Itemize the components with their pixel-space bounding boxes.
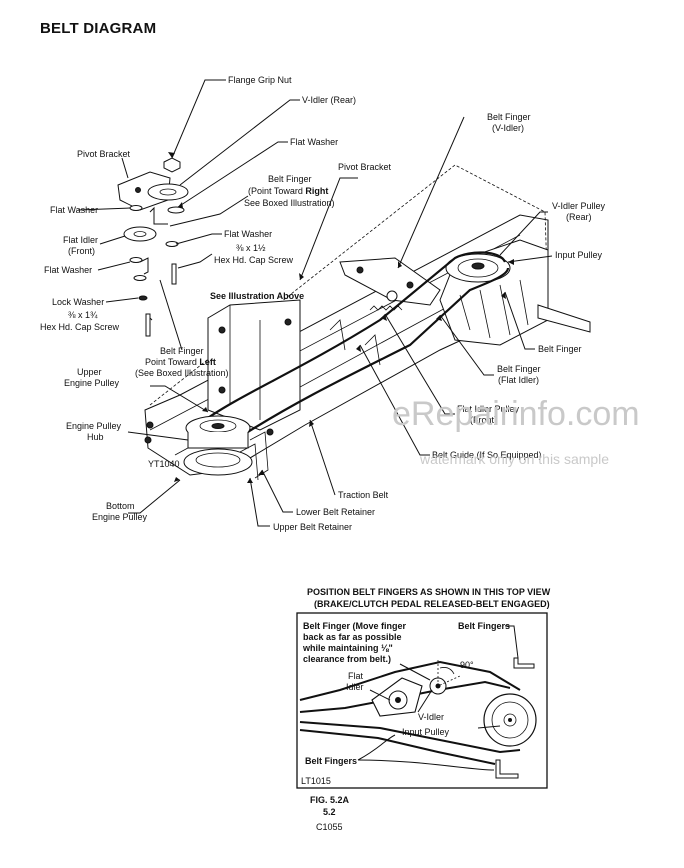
figure-code: C1055: [316, 822, 343, 832]
cap-screw-shape-1: [171, 263, 177, 285]
inset-belt-fingers-bottom: Belt Fingers: [305, 756, 357, 766]
label-traction-belt: Traction Belt: [338, 490, 389, 500]
label-cap-screw-1b: Hex Hd. Cap Screw: [214, 255, 294, 265]
axle-shaft: [537, 304, 591, 333]
figure-number: FIG. 5.2A: [310, 795, 350, 805]
label-belt-finger-v-idler-1: Belt Finger: [487, 112, 531, 122]
label-lock-washer: Lock Washer: [52, 297, 104, 307]
inset-belt-finger-note-1: Belt Finger (Move finger: [303, 621, 407, 631]
label-belt-finger-left-3: (See Boxed Illustration): [135, 368, 229, 378]
page-title: BELT DIAGRAM: [40, 20, 157, 37]
traction-belt-shape: [204, 251, 507, 421]
label-belt-finger-left-2: Point Toward Left: [145, 357, 216, 367]
label-flat-washer-2: Flat Washer: [224, 229, 272, 239]
inset-belt-lower: [299, 721, 521, 754]
label-v-idler-pulley-rear-2: (Rear): [566, 212, 592, 222]
label-upper-belt-retainer: Upper Belt Retainer: [273, 522, 352, 532]
label-belt-finger-flat-idler-1: Belt Finger: [497, 364, 541, 374]
inset-flat-idler-1: Flat: [348, 671, 364, 681]
label-pivot-bracket-left: Pivot Bracket: [77, 149, 131, 159]
watermark-main: eRepairinfo.com: [392, 395, 640, 433]
arrowheads: [168, 152, 514, 483]
inset-belt-finger-note-3: while maintaining ⅛": [302, 643, 393, 653]
label-flat-washer-left-1: Flat Washer: [50, 205, 98, 215]
label-v-idler-rear: V-Idler (Rear): [302, 95, 356, 105]
label-flange-grip-nut: Flange Grip Nut: [228, 75, 292, 85]
belt-finger-left-shape: [139, 257, 149, 275]
watermark-sub: watermark only on this sample: [419, 451, 609, 467]
flat-washer-shape-1: [167, 206, 185, 214]
inset-belt-upper: [299, 660, 521, 701]
inset-heading-2: (BRAKE/CLUTCH PEDAL RELEASED-BELT ENGAGE…: [314, 599, 550, 609]
flange-grip-nut-shape: [163, 157, 181, 173]
pivot-bracket-center-shape: [339, 257, 441, 306]
label-see-illustration: See Illustration Above: [210, 291, 304, 301]
label-flat-idler-pulley-front-2: (Front): [470, 415, 497, 425]
label-flat-idler-front-1: Flat Idler: [63, 235, 98, 245]
inset-code: LT1015: [301, 776, 331, 786]
inset-top-view: POSITION BELT FINGERS AS SHOWN IN THIS T…: [296, 587, 551, 789]
label-engine-pulley-hub-1: Engine Pulley: [66, 421, 122, 431]
figure-sub: 5.2: [323, 807, 336, 817]
inset-input-pulley-label: Input Pulley: [402, 727, 450, 737]
label-bottom-engine-pulley-2: Engine Pulley: [92, 512, 148, 522]
label-bottom-engine-pulley-1: Bottom: [106, 501, 135, 511]
inset-belt-finger-note-4: clearance from belt.): [303, 654, 391, 664]
exploded-parts: [117, 157, 189, 337]
label-flat-idler-front-2: (Front): [68, 246, 95, 256]
label-belt-finger: Belt Finger: [538, 344, 582, 354]
label-cap-screw-2a: ⅜ x 1¾: [68, 310, 98, 320]
inset-belt-fingers-top: Belt Fingers: [458, 621, 510, 631]
inset-angle: 90°: [460, 660, 474, 670]
label-belt-finger-v-idler-2: (V-Idler): [492, 123, 524, 133]
inset-flat-idler-2: Idler: [346, 682, 364, 692]
label-v-idler-pulley-rear-1: V-Idler Pulley: [552, 201, 606, 211]
label-belt-finger-left-1: Belt Finger: [160, 346, 204, 356]
label-pivot-bracket-center: Pivot Bracket: [338, 162, 392, 172]
label-flat-washer-left-2: Flat Washer: [44, 265, 92, 275]
inset-belt-finger-note-2: back as far as possible: [303, 632, 402, 642]
leader-lines: [77, 79, 553, 527]
label-input-pulley: Input Pulley: [555, 250, 603, 260]
main-illustration: Flange Grip Nut V-Idler (Rear) Flat Wash…: [40, 75, 640, 532]
label-belt-finger-right-3: See Boxed Illustration): [244, 198, 335, 208]
label-upper-engine-pulley-2: Engine Pulley: [64, 378, 120, 388]
label-belt-finger-flat-idler-2: (Flat Idler): [498, 375, 539, 385]
label-upper-engine-pulley-1: Upper: [77, 367, 102, 377]
engine-pulley-hub-shape: [187, 432, 249, 449]
flat-idler-front-shape: [123, 226, 157, 242]
v-idler-rear-shape: [147, 183, 189, 201]
label-belt-finger-right-1: Belt Finger: [268, 174, 312, 184]
label-yt-code: YT1040: [148, 459, 180, 469]
label-lower-belt-retainer: Lower Belt Retainer: [296, 507, 375, 517]
belt-guide-shape: [329, 319, 381, 366]
inset-belt-finger-bottom: [495, 759, 519, 779]
label-flat-idler-pulley-front-1: Flat Idler Pulley: [457, 404, 520, 414]
label-belt-finger-right-2: (Point Toward Right: [248, 186, 328, 196]
label-engine-pulley-hub-2: Hub: [87, 432, 104, 442]
label-cap-screw-1a: ⅜ x 1½: [236, 243, 266, 253]
belt-finger-right-shape: [149, 206, 168, 225]
label-cap-screw-2b: Hex Hd. Cap Screw: [40, 322, 120, 332]
inset-heading-1: POSITION BELT FINGERS AS SHOWN IN THIS T…: [307, 587, 551, 597]
label-flat-washer-1: Flat Washer: [290, 137, 338, 147]
label-belt-guide: Belt Guide (If So Equipped): [432, 450, 542, 460]
inset-v-idler-label: V-Idler: [418, 712, 444, 722]
cap-screw-shape-2: [145, 313, 151, 337]
